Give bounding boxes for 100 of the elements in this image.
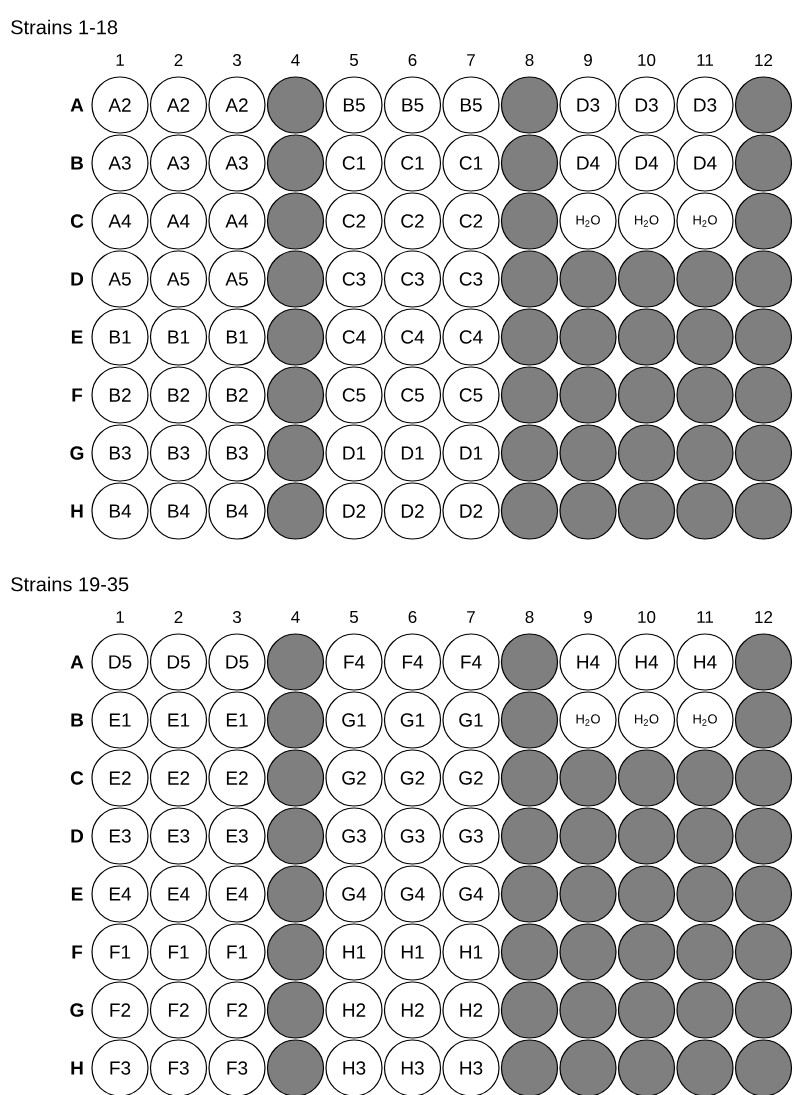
- well: D4: [559, 134, 617, 192]
- well: C2: [442, 192, 500, 250]
- row-letter: E: [71, 887, 83, 901]
- well: D1: [325, 424, 383, 482]
- column-number: 2: [174, 611, 183, 623]
- row-letter: C: [70, 214, 84, 228]
- well: D4: [676, 134, 734, 192]
- column-number: 11: [697, 54, 713, 66]
- well: E3: [208, 807, 266, 865]
- well: A2: [149, 76, 208, 134]
- well: F4: [383, 633, 442, 691]
- well: A5: [149, 250, 208, 308]
- column-number: 6: [408, 611, 417, 624]
- well: B2: [208, 366, 266, 424]
- well: D1: [442, 424, 500, 482]
- well: G4: [383, 865, 442, 923]
- well: C4: [442, 308, 500, 366]
- well: A4: [149, 192, 208, 250]
- well: B1: [149, 308, 208, 366]
- well: C2: [325, 192, 383, 250]
- well: H4: [676, 633, 734, 691]
- well: E4: [91, 865, 149, 923]
- well: F2: [91, 981, 149, 1039]
- well: B3: [91, 424, 149, 482]
- well: A3: [91, 134, 149, 192]
- column-number: 8: [525, 611, 534, 624]
- column-number: 3: [232, 54, 241, 67]
- well: B2: [91, 366, 149, 424]
- well: C1: [442, 134, 500, 192]
- column-number: 2: [174, 54, 183, 66]
- well: H3: [383, 1039, 442, 1095]
- well: E2: [149, 749, 208, 807]
- well: H$_{2}$O: [676, 691, 734, 749]
- empty-well: [266, 1039, 325, 1095]
- well: D3: [617, 76, 676, 134]
- well: D2: [383, 482, 442, 540]
- column-number: 7: [467, 54, 475, 66]
- well: A4: [208, 192, 266, 250]
- well: H4: [617, 633, 676, 691]
- well: D3: [559, 76, 617, 134]
- row-letter: B: [71, 713, 83, 727]
- well: H4: [559, 633, 617, 691]
- row-letter: G: [70, 446, 84, 460]
- well: E4: [149, 865, 208, 923]
- well: D3: [676, 76, 734, 134]
- well: C2: [383, 192, 442, 250]
- well: G1: [383, 691, 442, 749]
- well: D2: [442, 482, 500, 540]
- row-letter: C: [70, 771, 84, 785]
- column-number: 5: [349, 54, 358, 66]
- well: H3: [442, 1039, 500, 1095]
- well: D2: [325, 482, 383, 540]
- column-number: 1: [116, 611, 124, 623]
- column-number: 10: [638, 611, 656, 624]
- well: C4: [383, 308, 442, 366]
- column-number: 10: [638, 54, 656, 67]
- row-letter: D: [71, 272, 84, 286]
- well: C5: [325, 366, 383, 424]
- well: B1: [208, 308, 266, 366]
- well: H$_{2}$O: [617, 691, 676, 749]
- row-letter: G: [70, 1003, 84, 1017]
- column-number: 12: [755, 54, 773, 66]
- row-letter: H: [71, 504, 83, 518]
- well: F3: [208, 1039, 266, 1095]
- well: H1: [383, 923, 442, 981]
- well: G2: [325, 749, 383, 807]
- well: H$_{2}$O: [617, 192, 676, 250]
- row-letter: D: [71, 829, 84, 843]
- plate-title: Strains 19-35: [11, 576, 129, 592]
- row-letter: A: [70, 98, 84, 112]
- well: C3: [442, 250, 500, 308]
- well: F1: [149, 923, 208, 981]
- column-number: 7: [467, 611, 475, 623]
- column-number: 5: [349, 611, 358, 623]
- column-number: 3: [232, 611, 241, 624]
- well: G4: [442, 865, 500, 923]
- well: H$_{2}$O: [559, 192, 617, 250]
- well: H2: [383, 981, 442, 1039]
- row-letter: A: [70, 655, 84, 669]
- well: E1: [91, 691, 149, 749]
- column-number: 4: [291, 54, 300, 66]
- well: A5: [208, 250, 266, 308]
- row-letter: H: [71, 1061, 83, 1075]
- well: C4: [325, 308, 383, 366]
- well: H3: [325, 1039, 383, 1095]
- well: B4: [208, 482, 266, 540]
- well: E2: [91, 749, 149, 807]
- well: D1: [383, 424, 442, 482]
- well: B1: [91, 308, 149, 366]
- column-number: 6: [408, 54, 417, 67]
- well: C5: [442, 366, 500, 424]
- well: B5: [325, 76, 383, 134]
- well: D5: [149, 633, 208, 691]
- well: F2: [149, 981, 208, 1039]
- well: G2: [442, 749, 500, 807]
- column-number: 12: [755, 611, 773, 623]
- well: F3: [149, 1039, 208, 1095]
- well: B5: [383, 76, 442, 134]
- well: G3: [442, 807, 500, 865]
- well: E1: [208, 691, 266, 749]
